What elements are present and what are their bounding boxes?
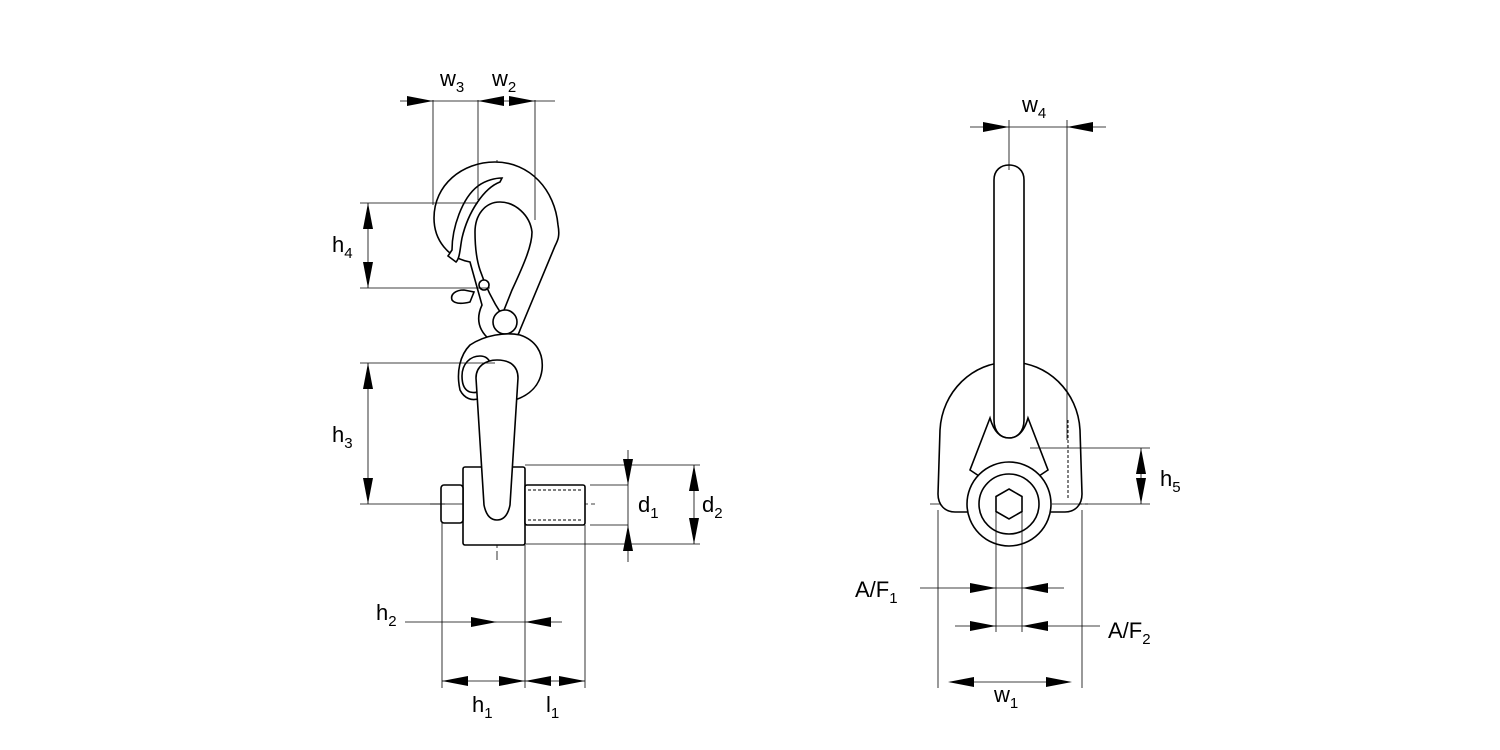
arrow [1136, 478, 1146, 504]
arrow [970, 621, 996, 631]
yoke [969, 415, 1049, 479]
label-af1: A/F1 [855, 577, 898, 607]
arrow [363, 478, 373, 504]
label-h3: h3 [332, 422, 353, 452]
label-w3: w3 [439, 66, 464, 96]
arrow [689, 518, 699, 544]
arrow [478, 96, 504, 106]
arrow [499, 676, 525, 686]
hook-shank [475, 359, 519, 521]
label-d2: d2 [702, 492, 723, 522]
arrow [363, 363, 373, 389]
threaded-bolt [524, 484, 586, 526]
arrow [442, 676, 468, 686]
arrow [525, 676, 551, 686]
hex-socket [995, 488, 1023, 520]
label-w4: w4 [1021, 92, 1046, 122]
hook-pivot-eye [492, 309, 518, 335]
label-h1: h1 [472, 692, 493, 722]
side-view: w3 w2 h4 h3 d1 d2 h2 [332, 66, 723, 722]
arrow [623, 459, 633, 485]
arrow [623, 525, 633, 551]
arrow [407, 96, 433, 106]
arrow [1067, 122, 1093, 132]
arrow [525, 617, 551, 627]
arrow [970, 583, 996, 593]
label-h2: h2 [376, 600, 397, 630]
label-h4: h4 [332, 232, 353, 262]
arrow [363, 203, 373, 229]
arrow [1136, 448, 1146, 474]
label-d1: d1 [638, 492, 659, 522]
label-l1: l1 [546, 692, 559, 722]
safety-latch [446, 177, 504, 264]
trigger-lever [450, 289, 476, 305]
arrow [1022, 621, 1048, 631]
latch-pin [478, 279, 490, 291]
front-hook-shank [993, 164, 1025, 439]
arrow [689, 465, 699, 491]
label-h5: h5 [1160, 466, 1181, 496]
arrow [1022, 583, 1048, 593]
arrow [509, 96, 535, 106]
arrow [948, 677, 974, 687]
label-w1: w1 [993, 682, 1018, 712]
arrow [559, 676, 585, 686]
arrow [363, 262, 373, 288]
front-view: w4 h5 A/F1 A/F2 w1 [855, 92, 1181, 712]
label-w2: w2 [491, 66, 516, 96]
arrow [983, 122, 1009, 132]
arrow [1046, 677, 1072, 687]
arrow [471, 617, 497, 627]
label-af2: A/F2 [1108, 618, 1151, 648]
